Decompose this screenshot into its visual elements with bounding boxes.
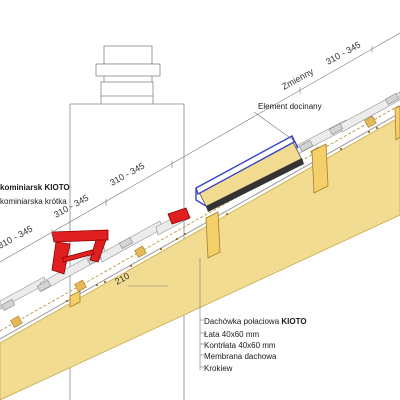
roof-tile-noses-right xyxy=(298,93,400,152)
counter-batten-line xyxy=(0,104,400,332)
label-kontrlata: Kontrłata 40x60 mm xyxy=(204,341,276,350)
label-krokiew: Krokiew xyxy=(204,364,233,373)
dimension-zmienny: Zmienny xyxy=(280,66,315,92)
dimension-310-345-left: 310 - 345 xyxy=(0,224,34,251)
support-blocks xyxy=(69,105,400,308)
cut-tile-element xyxy=(195,134,304,212)
label-dachowka-polaciowa: Dachówka połaciowa KIOTO xyxy=(204,317,307,326)
dimension-310-345-upper: 310 - 345 xyxy=(108,161,146,188)
label-element-docinany: Element docinany xyxy=(258,102,322,111)
chimney-sweep-step xyxy=(51,207,191,275)
dimension-310-345-right: 310 - 345 xyxy=(324,40,362,67)
label-kominiarsk-kioto: kominiarsk KIOTO xyxy=(0,183,70,192)
label-lata: Łata 40x60 mm xyxy=(204,330,259,339)
label-kominiarska-krotka: kominiarska krótka xyxy=(0,197,67,206)
leader-lines xyxy=(128,111,297,370)
slope-dimension-line xyxy=(0,32,400,263)
label-membrana: Membrana dachowa xyxy=(204,352,277,361)
